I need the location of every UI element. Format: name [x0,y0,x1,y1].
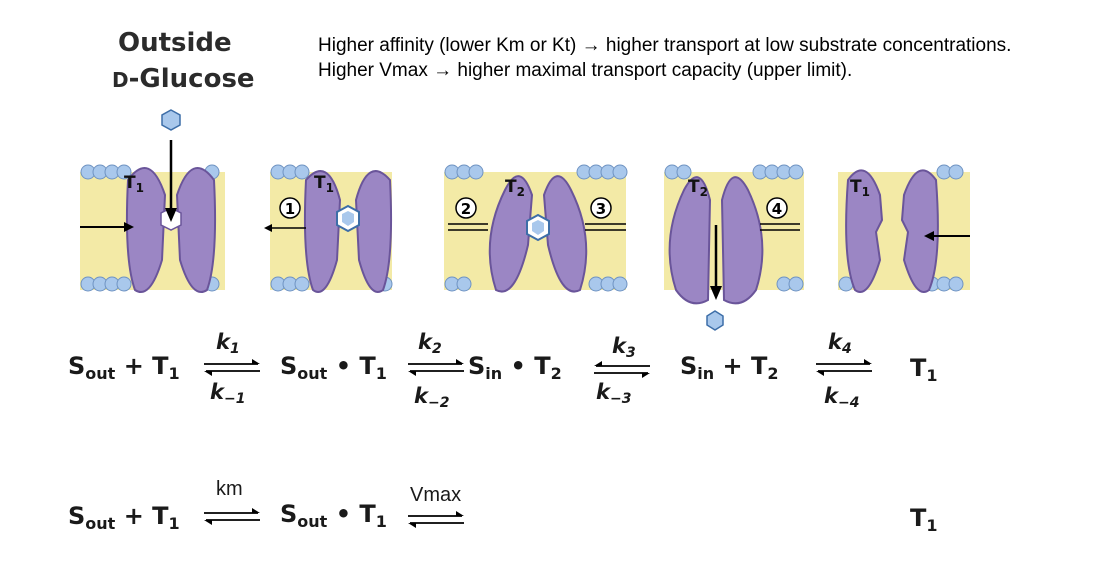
panel-5: T1 [838,164,970,293]
outside-label: Outside [118,28,232,58]
k1-label: k1 [216,330,240,357]
eq1-sin-t2: Sin + T2 [680,352,779,383]
panel-4-label: T2 [688,177,708,199]
eq1-sin-t2-complex: Sin • T2 [468,352,562,383]
k2-label: k2 [418,330,442,357]
k-4-label: k−4 [824,384,860,411]
vmax-label: Vmax [410,484,462,506]
k-2-label: k−2 [414,384,450,411]
step-3-marker: 3 [596,200,606,218]
panel-5-label: T1 [850,177,870,199]
eq2-arrow-2 [408,511,464,528]
panel-1: T1 [80,140,225,293]
panel-3-label: T2 [505,177,525,199]
panel-2: 1 T1 [264,164,393,293]
eq1-s-out-t1: Sout + T1 [68,352,180,383]
substrate-name: -Glucose [128,64,255,94]
panel-3: 2 3 T2 [444,164,628,293]
panel-1-label: T1 [124,173,144,195]
k-3-label: k−3 [596,380,632,407]
k-1-label: k−1 [210,380,246,407]
eq2-s-out-t1: Sout + T1 [68,502,180,533]
eq2-sout-t1-complex: Sout • T1 [280,500,387,531]
eq-arrow-4 [816,359,872,376]
step-2-marker: 2 [461,200,471,218]
panel-2-label: T1 [314,173,334,195]
km-label: km [216,478,243,500]
k4-label: k4 [828,330,852,357]
panel-4: 4 T2 [664,164,804,331]
eq-arrow-2 [408,359,464,376]
note-affinity: Higher affinity (lower Km or Kt) → highe… [318,35,1012,56]
glucose-outside-icon [161,109,181,131]
transport-diagram: T1 1 T1 2 3 [80,109,970,331]
eq-arrow-3 [594,361,650,378]
eq2-t1-final: T1 [910,504,938,535]
note-vmax: Higher Vmax → higher maximal transport c… [318,60,853,81]
eq2-arrow-1 [204,508,260,525]
eq1-t1-final: T1 [910,354,938,385]
substrate-label: D-Glucose [112,64,255,94]
eq-arrow-1 [204,359,260,376]
step-4-marker: 4 [772,200,782,218]
step-1-marker: 1 [285,200,295,218]
glucose-inside-icon [706,310,724,331]
substrate-prefix: D [112,68,129,92]
eq1-sout-t1-complex: Sout • T1 [280,352,387,383]
k3-label: k3 [612,334,636,361]
